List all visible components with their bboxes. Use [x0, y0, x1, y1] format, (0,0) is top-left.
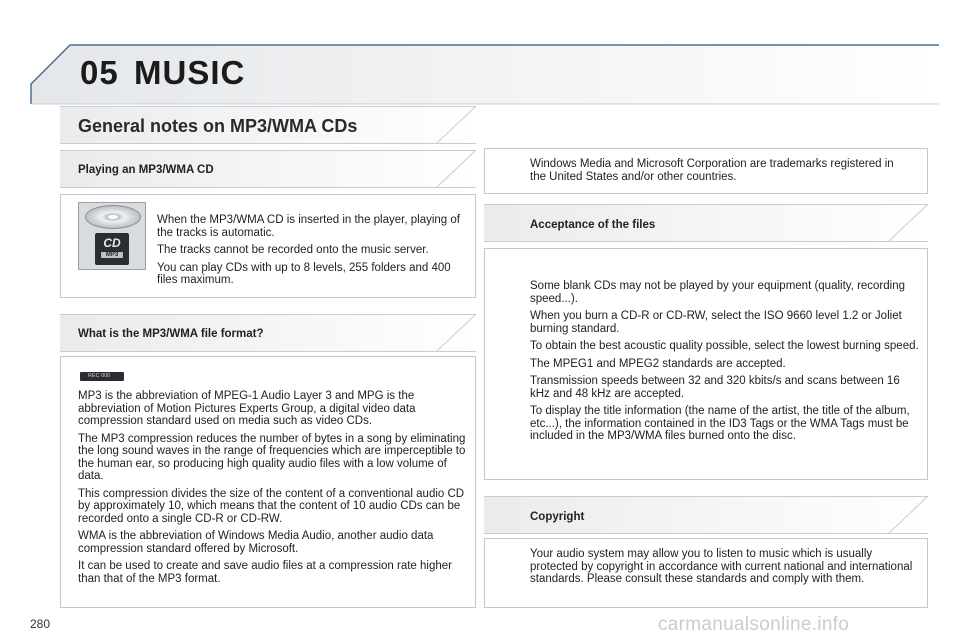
format-paragraph: This compression divides the size of the… — [78, 487, 465, 525]
acceptance-paragraph: Some blank CDs may not be played by your… — [530, 280, 906, 305]
playing-title-bar — [60, 150, 476, 188]
chapter-title: MUSIC — [134, 54, 246, 91]
chapter-header: 05 MUSIC — [30, 44, 940, 106]
playing-title: Playing an MP3/WMA CD — [78, 164, 214, 176]
header-frame — [30, 44, 939, 105]
trademark-box — [484, 148, 928, 194]
acceptance-text: Some blank CDs may not be played by your… — [530, 280, 922, 448]
acceptance-paragraph: Transmission speeds between 32 and 320 k… — [530, 375, 900, 400]
acceptance-paragraph: To obtain the best acoustic quality poss… — [530, 340, 919, 352]
copyright-title-bar — [484, 496, 928, 534]
format-title-bar — [60, 314, 476, 352]
acceptance-paragraph: To display the title information (the na… — [530, 405, 910, 442]
format-paragraph: The MP3 compression reduces the number o… — [78, 432, 466, 483]
format-box — [60, 356, 476, 608]
section-title: General notes on MP3/WMA CDs — [78, 116, 358, 136]
copyright-text: Your audio system may allow you to liste… — [530, 548, 913, 585]
format-paragraph: It can be used to create and save audio … — [78, 560, 452, 585]
format-paragraph: WMA is the abbreviation of Windows Media… — [78, 530, 434, 555]
playing-paragraph: You can play CDs with up to 8 levels, 25… — [157, 261, 451, 287]
acceptance-title-bar — [484, 204, 928, 242]
watermark[interactable]: carmanualsonline.info — [658, 614, 850, 635]
acceptance-box — [484, 248, 928, 480]
acceptance-paragraph: When you burn a CD-R or CD-RW, select th… — [530, 310, 902, 335]
cd-icon-sublabel: MP3 — [101, 252, 123, 258]
cd-icon-label: CD — [103, 236, 121, 250]
copyright-title: Copyright — [530, 511, 585, 523]
rec-badge: REC 000 — [80, 372, 124, 381]
trademark-text: Windows Media and Microsoft Corporation … — [530, 158, 894, 183]
acceptance-paragraph: The MPEG1 and MPEG2 standards are accept… — [530, 357, 786, 370]
copyright-box — [484, 538, 928, 608]
chapter-number: 05 — [80, 54, 119, 91]
playing-paragraph: When the MP3/WMA CD is inserted in the p… — [157, 214, 460, 239]
cd-display-panel: CD MP3 — [95, 233, 129, 265]
page-number: 280 — [30, 617, 51, 631]
playing-text: When the MP3/WMA CD is inserted in the p… — [157, 214, 465, 292]
format-title: What is the MP3/WMA file format? — [78, 328, 264, 340]
acceptance-title: Acceptance of the files — [530, 219, 656, 231]
section-title-bar — [60, 106, 476, 144]
playing-paragraph: The tracks cannot be recorded onto the m… — [157, 244, 429, 256]
cd-mp3-icon: CD MP3 — [78, 202, 146, 270]
format-paragraph: MP3 is the abbreviation of MPEG-1 Audio … — [78, 390, 416, 427]
format-text: MP3 is the abbreviation of MPEG-1 Audio … — [78, 390, 470, 590]
cd-disc-icon — [85, 205, 141, 229]
